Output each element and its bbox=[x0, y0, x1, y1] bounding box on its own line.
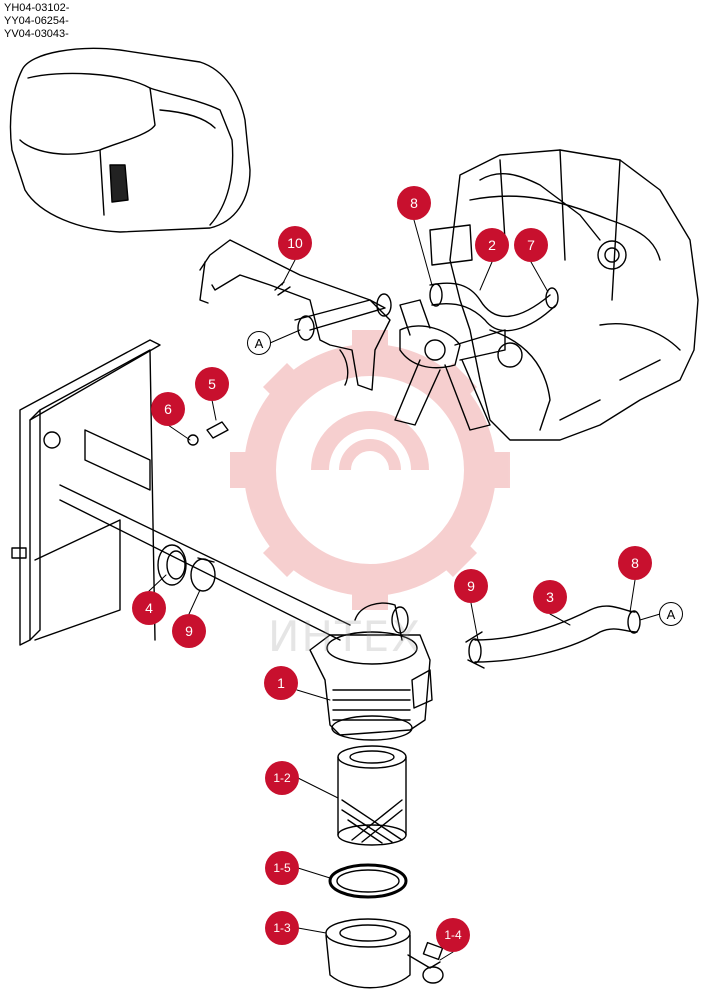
part-callout-7: 7 bbox=[514, 228, 548, 262]
engine-block-outline bbox=[429, 149, 699, 441]
part-callout-3: 3 bbox=[533, 580, 567, 614]
cooling-fan-outline bbox=[394, 299, 506, 431]
serial-range-1: YH04-03102- bbox=[4, 2, 70, 14]
callout-leader-lines bbox=[148, 219, 661, 961]
clamp-and-bolt-parts bbox=[157, 421, 229, 592]
radiator-frame-outline bbox=[11, 339, 351, 646]
watermark-gear-icon bbox=[230, 330, 510, 610]
connection-reference-mark: A bbox=[247, 331, 271, 355]
part-callout-1-3: 1-3 bbox=[265, 911, 299, 945]
part-callout-5: 5 bbox=[195, 367, 229, 401]
connection-reference-mark: A bbox=[659, 602, 683, 626]
part-callout-9: 9 bbox=[454, 569, 488, 603]
machine-cover-outline bbox=[9, 47, 251, 233]
part-callout-4: 4 bbox=[132, 591, 166, 625]
part-callout-9: 9 bbox=[172, 614, 206, 648]
part-callout-1-4: 1-4 bbox=[436, 918, 470, 952]
part-callout-8: 8 bbox=[618, 546, 652, 580]
part-callout-8: 8 bbox=[397, 186, 431, 220]
serial-range-2: YY04-06254- bbox=[4, 15, 69, 27]
dust-cup bbox=[325, 918, 444, 989]
serial-ranges: YH04-03102- YY04-06254- YV04-03043- bbox=[4, 2, 69, 41]
upper-radiator-hose bbox=[429, 282, 559, 332]
air-cleaner-body bbox=[309, 602, 433, 741]
part-callout-1: 1 bbox=[264, 666, 298, 700]
filter-element bbox=[337, 745, 407, 846]
part-callout-1-2: 1-2 bbox=[265, 761, 299, 795]
part-callout-6: 6 bbox=[151, 392, 185, 426]
watermark-text: ИНТЕХ bbox=[268, 612, 422, 661]
part-callout-10: 10 bbox=[278, 226, 312, 260]
part-callout-2: 2 bbox=[475, 228, 509, 262]
o-ring bbox=[328, 863, 408, 899]
part-callout-1-5: 1-5 bbox=[265, 851, 299, 885]
serial-range-3: YV04-03043- bbox=[4, 28, 69, 40]
air-intake-bracket bbox=[199, 239, 392, 391]
air-intake-hose bbox=[465, 605, 641, 669]
